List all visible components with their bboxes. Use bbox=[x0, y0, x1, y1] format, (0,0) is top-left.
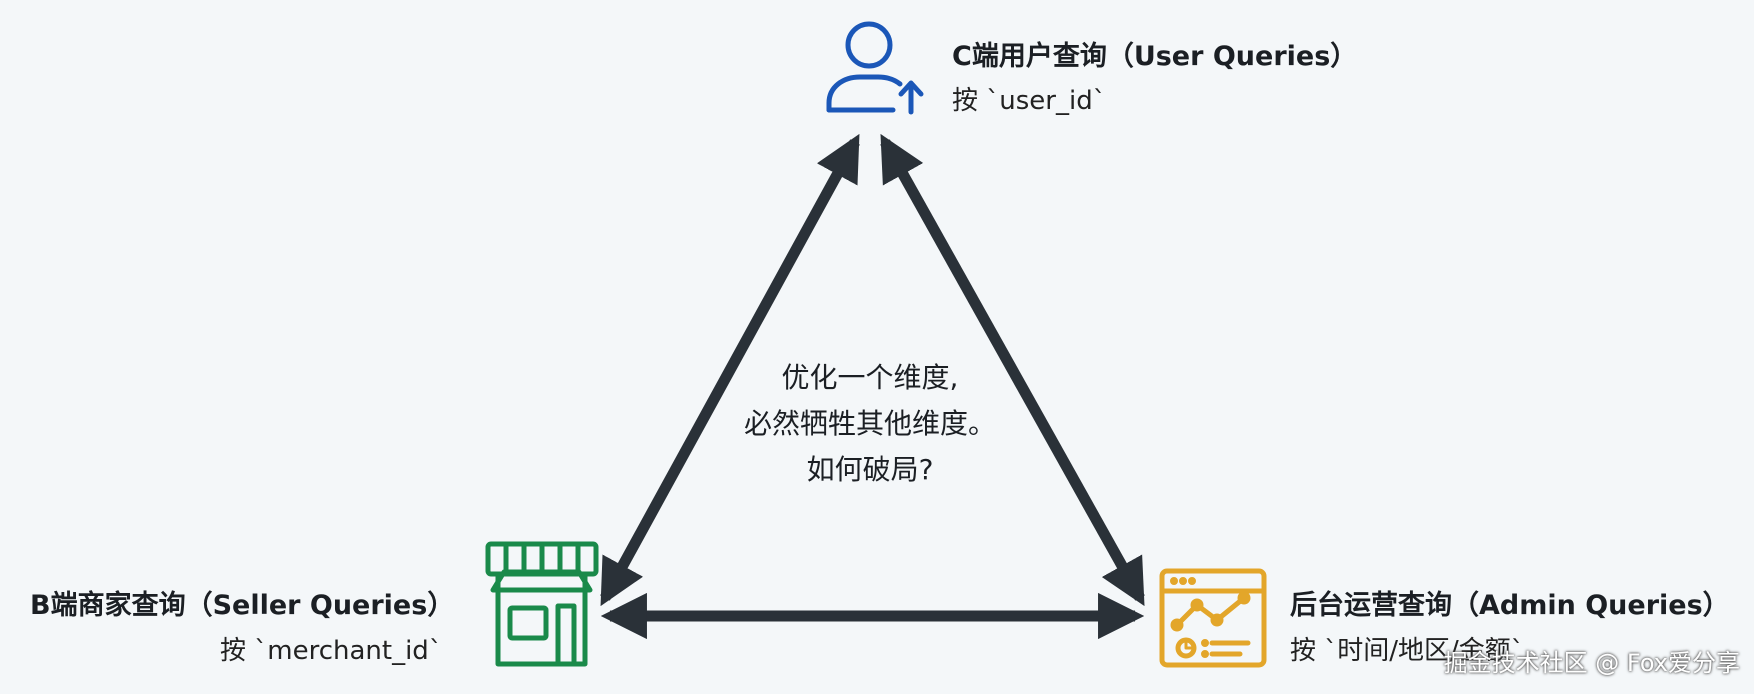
storefront-icon bbox=[485, 541, 599, 667]
watermark: 掘金技术社区 @ Fox爱分享 bbox=[1443, 649, 1740, 677]
center-line-2: 必然牺牲其他维度。 bbox=[743, 407, 996, 440]
user-queries-title: C端用户查询（User Queries） bbox=[952, 41, 1358, 72]
user-profile-icon bbox=[826, 21, 924, 115]
seller-queries-subtitle: 按 `merchant_id` bbox=[220, 636, 442, 666]
admin-queries-subtitle: 按 `时间/地区/金额` bbox=[1290, 636, 1524, 666]
arrow-user-admin bbox=[880, 133, 1145, 607]
seller-queries-title: B端商家查询（Seller Queries） bbox=[30, 590, 455, 621]
center-line-1: 优化一个维度, bbox=[781, 361, 959, 394]
center-line-3: 如何破局? bbox=[806, 453, 934, 486]
arrow-user-seller bbox=[600, 133, 860, 607]
center-question: 优化一个维度, 必然牺牲其他维度。 如何破局? bbox=[700, 355, 1040, 493]
admin-queries-title: 后台运营查询（Admin Queries） bbox=[1290, 590, 1730, 621]
user-queries-subtitle: 按 `user_id` bbox=[952, 86, 1106, 116]
analytics-dashboard-icon bbox=[1159, 568, 1267, 668]
